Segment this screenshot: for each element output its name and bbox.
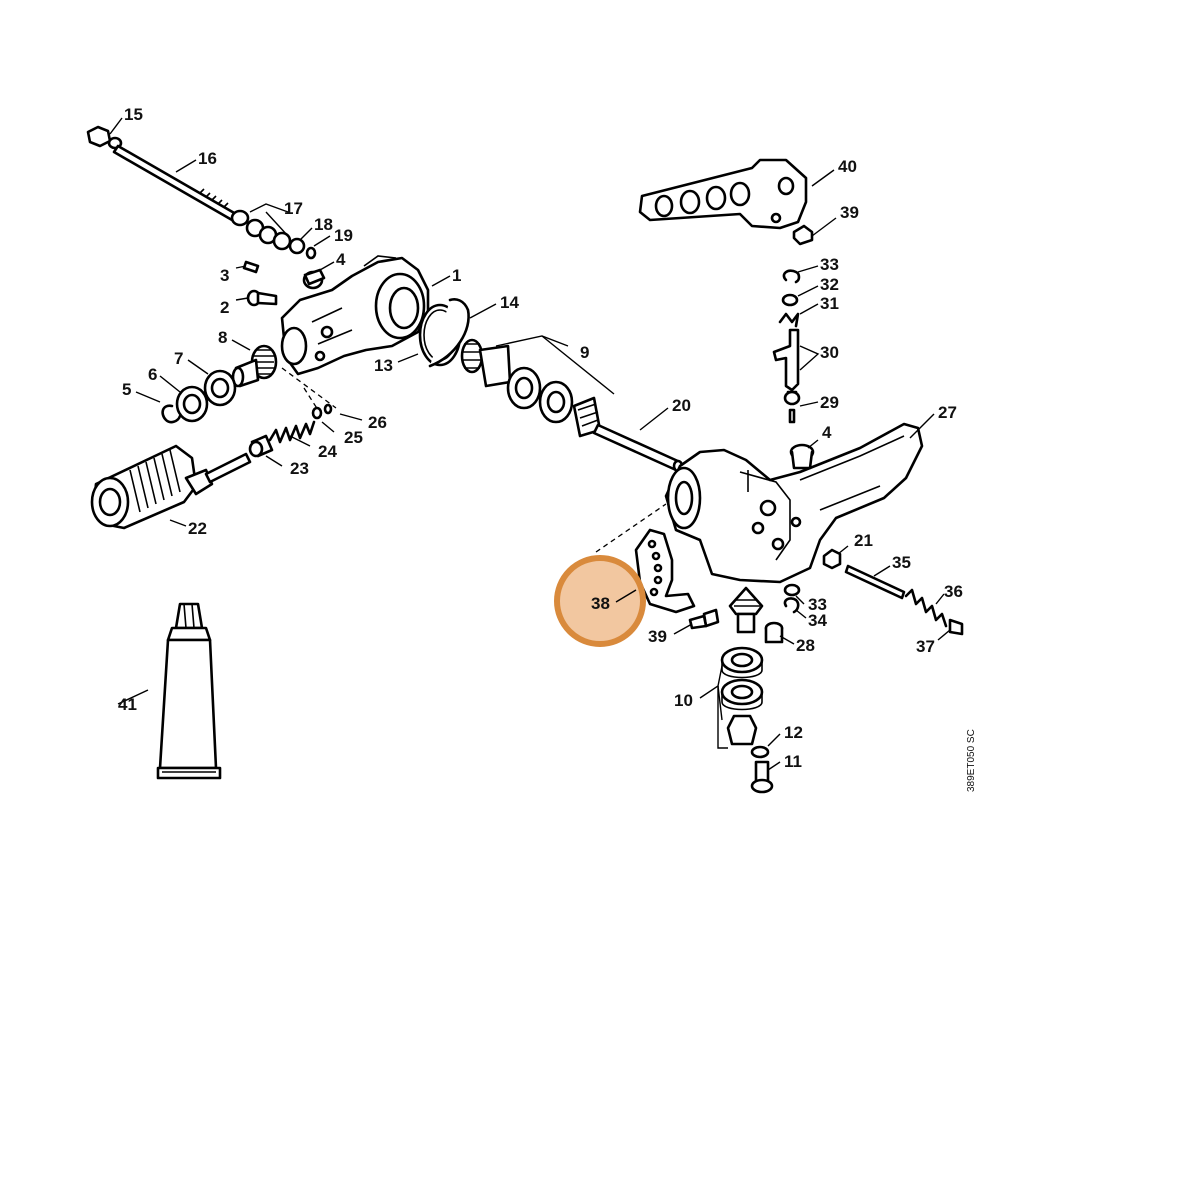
part-41-grease-tube[interactable] bbox=[156, 602, 222, 780]
part-34-circlip[interactable] bbox=[783, 597, 800, 614]
callout-24[interactable]: 24 bbox=[318, 442, 337, 461]
assembly-dashed-lines bbox=[281, 367, 667, 553]
callout-31[interactable]: 31 bbox=[820, 294, 839, 313]
part-17-washers[interactable] bbox=[230, 209, 292, 251]
callout-labels: 15 16 17 18 19 3 2 4 1 14 13 8 7 6 5 9 2… bbox=[118, 105, 963, 771]
part-16-rod[interactable] bbox=[112, 144, 238, 222]
part-12-washer[interactable] bbox=[750, 745, 770, 759]
callout-34[interactable]: 34 bbox=[808, 611, 827, 630]
part-9-shaft-assembly[interactable] bbox=[460, 338, 602, 438]
callout-18[interactable]: 18 bbox=[314, 215, 333, 234]
part-22-handle[interactable] bbox=[90, 444, 252, 530]
callout-25[interactable]: 25 bbox=[344, 428, 363, 447]
part-4-plug-right[interactable] bbox=[789, 443, 815, 470]
part-29-pin[interactable] bbox=[783, 390, 801, 424]
callout-32[interactable]: 32 bbox=[820, 275, 839, 294]
callout-12[interactable]: 12 bbox=[784, 723, 803, 742]
callout-21[interactable]: 21 bbox=[854, 531, 873, 550]
callout-10[interactable]: 10 bbox=[674, 691, 693, 710]
callout-26[interactable]: 26 bbox=[368, 413, 387, 432]
callout-35[interactable]: 35 bbox=[892, 553, 911, 572]
part-23-sleeve[interactable] bbox=[248, 434, 274, 458]
callout-36[interactable]: 36 bbox=[944, 582, 963, 601]
callout-4-top[interactable]: 4 bbox=[336, 250, 346, 269]
callout-19[interactable]: 19 bbox=[334, 226, 353, 245]
highlight-leader bbox=[615, 589, 637, 603]
callout-14[interactable]: 14 bbox=[500, 293, 519, 312]
callout-22[interactable]: 22 bbox=[188, 519, 207, 538]
part-26-ring[interactable] bbox=[323, 403, 333, 415]
callout-23[interactable]: 23 bbox=[290, 459, 309, 478]
callout-41[interactable]: 41 bbox=[118, 695, 137, 714]
callout-20[interactable]: 20 bbox=[672, 396, 691, 415]
callout-3[interactable]: 3 bbox=[220, 266, 229, 285]
part-37-cap[interactable] bbox=[948, 618, 964, 636]
part-7-bearing[interactable] bbox=[203, 369, 237, 407]
part-5-circlip[interactable] bbox=[161, 404, 182, 424]
part-6-bearing[interactable] bbox=[175, 385, 209, 423]
part-1-gear-housing[interactable] bbox=[280, 255, 430, 376]
part-24-spring[interactable] bbox=[268, 420, 316, 444]
part-39-screw-top[interactable] bbox=[792, 224, 814, 246]
part-36-spring[interactable] bbox=[904, 588, 948, 628]
callout-28[interactable]: 28 bbox=[796, 636, 815, 655]
callout-15[interactable]: 15 bbox=[124, 105, 143, 124]
part-8-pinion-gear[interactable] bbox=[231, 344, 278, 388]
part-31-spring[interactable] bbox=[778, 312, 800, 328]
callout-37[interactable]: 37 bbox=[916, 637, 935, 656]
callout-4-right[interactable]: 4 bbox=[822, 423, 832, 442]
callout-33-lower[interactable]: 33 bbox=[808, 595, 827, 614]
callout-29[interactable]: 29 bbox=[820, 393, 839, 412]
part-4-plug[interactable] bbox=[302, 268, 326, 290]
part-40-lever-handle[interactable] bbox=[638, 158, 808, 230]
part-19-oring[interactable] bbox=[305, 246, 317, 260]
callout-39-lower[interactable]: 39 bbox=[648, 627, 667, 646]
highlight-circle bbox=[554, 555, 646, 647]
part-15-nut[interactable] bbox=[86, 125, 123, 150]
part-11-screw[interactable] bbox=[750, 760, 774, 794]
part-30-lever[interactable] bbox=[772, 328, 800, 392]
callout-16[interactable]: 16 bbox=[198, 149, 217, 168]
callout-1[interactable]: 1 bbox=[452, 266, 461, 285]
callout-5[interactable]: 5 bbox=[122, 380, 131, 399]
drawing-code: 389ET050 SC bbox=[966, 729, 977, 792]
callout-6[interactable]: 6 bbox=[148, 365, 157, 384]
part-38-toothed-plate[interactable] bbox=[634, 528, 696, 614]
part-21-nut[interactable] bbox=[822, 548, 842, 570]
callout-40[interactable]: 40 bbox=[838, 157, 857, 176]
part-33-washer-lower[interactable] bbox=[783, 583, 801, 597]
part-14-retaining-ring[interactable] bbox=[428, 298, 470, 368]
callout-9[interactable]: 9 bbox=[580, 343, 589, 362]
callout-7[interactable]: 7 bbox=[174, 349, 183, 368]
callout-30[interactable]: 30 bbox=[820, 343, 839, 362]
part-27-gearbox-housing[interactable] bbox=[664, 422, 924, 584]
part-2-screw[interactable] bbox=[246, 289, 278, 307]
part-10-gear-assembly[interactable] bbox=[720, 586, 764, 746]
callout-2[interactable]: 2 bbox=[220, 298, 229, 317]
part-3-grub-screw[interactable] bbox=[242, 260, 260, 274]
callout-27[interactable]: 27 bbox=[938, 403, 957, 422]
part-20-shaft[interactable] bbox=[592, 423, 684, 473]
part-33-circlip-top[interactable] bbox=[782, 269, 801, 284]
callout-13[interactable]: 13 bbox=[374, 356, 393, 375]
part-18-washer[interactable] bbox=[288, 237, 306, 255]
part-35-screw[interactable] bbox=[844, 564, 906, 600]
callout-33-top[interactable]: 33 bbox=[820, 255, 839, 274]
callout-11[interactable]: 11 bbox=[784, 752, 802, 771]
callout-17[interactable]: 17 bbox=[284, 199, 303, 218]
callout-8[interactable]: 8 bbox=[218, 328, 227, 347]
leader-lines bbox=[109, 117, 951, 771]
part-28-spacer[interactable] bbox=[764, 621, 784, 644]
callout-39-top[interactable]: 39 bbox=[840, 203, 859, 222]
part-32-washer[interactable] bbox=[781, 293, 799, 307]
part-39-screw-lower[interactable] bbox=[688, 608, 720, 630]
part-25-ring[interactable] bbox=[311, 406, 323, 420]
callout-38[interactable]: 38 bbox=[591, 594, 610, 613]
